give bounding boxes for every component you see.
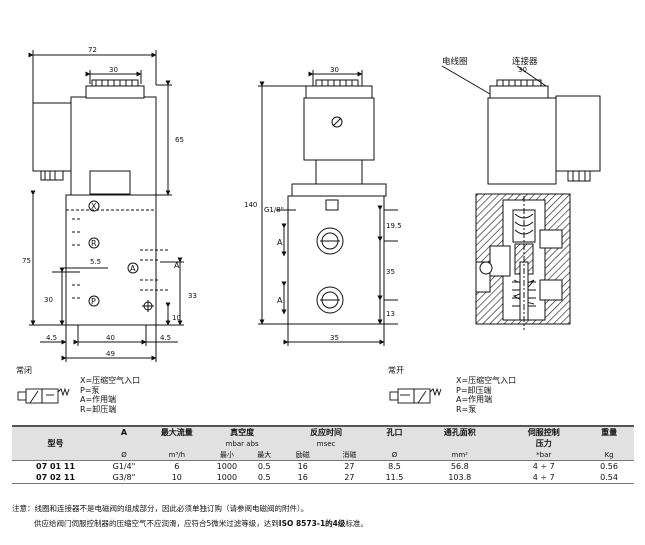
port-a-side-label: A: [174, 261, 180, 270]
right-dim-30: 30: [518, 66, 527, 74]
note-line-1: 注意：线圈和连接器不是电磁阀的组成部分，因此必须单独订购（请参阅电磁阀的附件）。: [12, 504, 309, 513]
schematic-nc-legend: X=压缩空气入口 P=泵 A=作用端 R=卸压端: [80, 376, 140, 414]
port-p-label: P: [91, 297, 96, 306]
schematic-nc-title: 常闭: [16, 366, 32, 375]
sub-servo: *bar: [503, 449, 585, 461]
legend-line: A=作用端: [80, 395, 117, 404]
dim-30: 30: [109, 66, 118, 74]
technical-drawing: 72 30 65 75 5.5 30 33 10 4.5 40 4.5 49 X…: [17, 46, 601, 404]
valve-symbol-no: [389, 387, 442, 404]
col-servo: 伺服控制: [503, 425, 585, 438]
dim-40: 40: [106, 334, 115, 342]
legend-line: X=压缩空气入口: [80, 376, 141, 385]
right-view: [441, 65, 601, 330]
legend-line: X=压缩空气入口: [456, 376, 517, 385]
sub-vac-max: 最大: [249, 449, 280, 461]
dim-49: 49: [106, 350, 115, 358]
connector-label: 连接器: [512, 56, 538, 67]
dim-4-5-right: 4.5: [160, 334, 171, 342]
sub-flow: m³/h: [148, 449, 205, 461]
vacuum-unit: mbar abs: [204, 438, 280, 449]
middle-view-labels: 30 140 G1/8" 19.5 35 13 35 A A: [244, 66, 402, 342]
schematic-no-title: 常开: [388, 366, 404, 375]
col-a: A: [99, 425, 149, 438]
schematic-no-legend: X=压缩空气入口 P=卸压端 A=作用端 R=泵: [456, 376, 516, 414]
dim-65: 65: [175, 136, 184, 144]
legend-line: P=卸压端: [456, 385, 492, 395]
mid-dim-140: 140: [244, 201, 257, 209]
left-view-labels: 72 30 65 75 5.5 30 33 10 4.5 40 4.5 49 X…: [22, 46, 197, 358]
servo-line2: 压力: [503, 438, 585, 449]
spec-table: 型号 A 最大流量 真空度 反应时间 孔口 通孔面积 伺服控制 重量 mbar …: [12, 425, 634, 484]
dim-10: 10: [172, 314, 181, 322]
col-response: 反应时间: [279, 425, 373, 438]
valve-symbol-nc: [17, 387, 70, 404]
table-row: 07 02 11 G3/8" 10 1000 0.5 16 27 11.5 10…: [12, 472, 634, 484]
mid-port-a-upper: A: [277, 238, 283, 247]
dim-75: 75: [22, 257, 31, 265]
col-vacuum: 真空度: [204, 425, 280, 438]
dim-4-5-left: 4.5: [46, 334, 57, 342]
dim-5-5: 5.5: [90, 258, 101, 266]
table-row: 07 01 11 G1/4" 6 1000 0.5 16 27 8.5 56.8…: [12, 460, 634, 472]
mid-dim-35-bottom: 35: [330, 334, 339, 342]
legend-line: R=卸压端: [80, 404, 117, 414]
col-max-flow: 最大流量: [148, 425, 205, 438]
note-line-2: 供应给阀门伺服控制器的压缩空气不应润滑，应符合5微米过滤等级，达到ISO 857…: [34, 519, 368, 528]
legend-line: P=泵: [80, 385, 100, 395]
legend-line: A=作用端: [456, 395, 493, 404]
legend-line: R=泵: [456, 404, 477, 414]
left-view: [28, 50, 184, 362]
col-orifice: 孔口: [372, 425, 417, 438]
col-model: 型号: [12, 425, 100, 461]
sub-orifice: Ø: [372, 449, 417, 461]
middle-view: [258, 70, 398, 346]
mid-dim-13: 13: [386, 310, 395, 318]
sub-resp-off: 消磁: [326, 449, 373, 461]
mid-dim-30: 30: [330, 66, 339, 74]
mid-thread-label: G1/8": [264, 206, 284, 214]
port-r-label: R: [91, 239, 97, 248]
port-x-label: X: [91, 202, 97, 211]
dim-72: 72: [88, 46, 97, 54]
response-unit: msec: [279, 438, 373, 449]
sub-area: mm²: [416, 449, 504, 461]
sub-vac-min: 最小: [204, 449, 250, 461]
sub-weight: Kg: [584, 449, 634, 461]
sub-resp-on: 励磁: [279, 449, 327, 461]
right-view-labels: 30 电线圈 连接器: [442, 56, 538, 74]
coil-label: 电线圈: [442, 56, 468, 67]
sub-a: Ø: [99, 449, 149, 461]
mid-dim-19-5: 19.5: [386, 222, 402, 230]
col-weight: 重量: [584, 425, 634, 438]
dim-33: 33: [188, 292, 197, 300]
mid-dim-35: 35: [386, 268, 395, 276]
dim-30-port: 30: [44, 296, 53, 304]
col-filter-area: 通孔面积: [416, 425, 504, 438]
port-a-label: A: [130, 264, 136, 273]
mid-port-a-lower: A: [277, 296, 283, 305]
